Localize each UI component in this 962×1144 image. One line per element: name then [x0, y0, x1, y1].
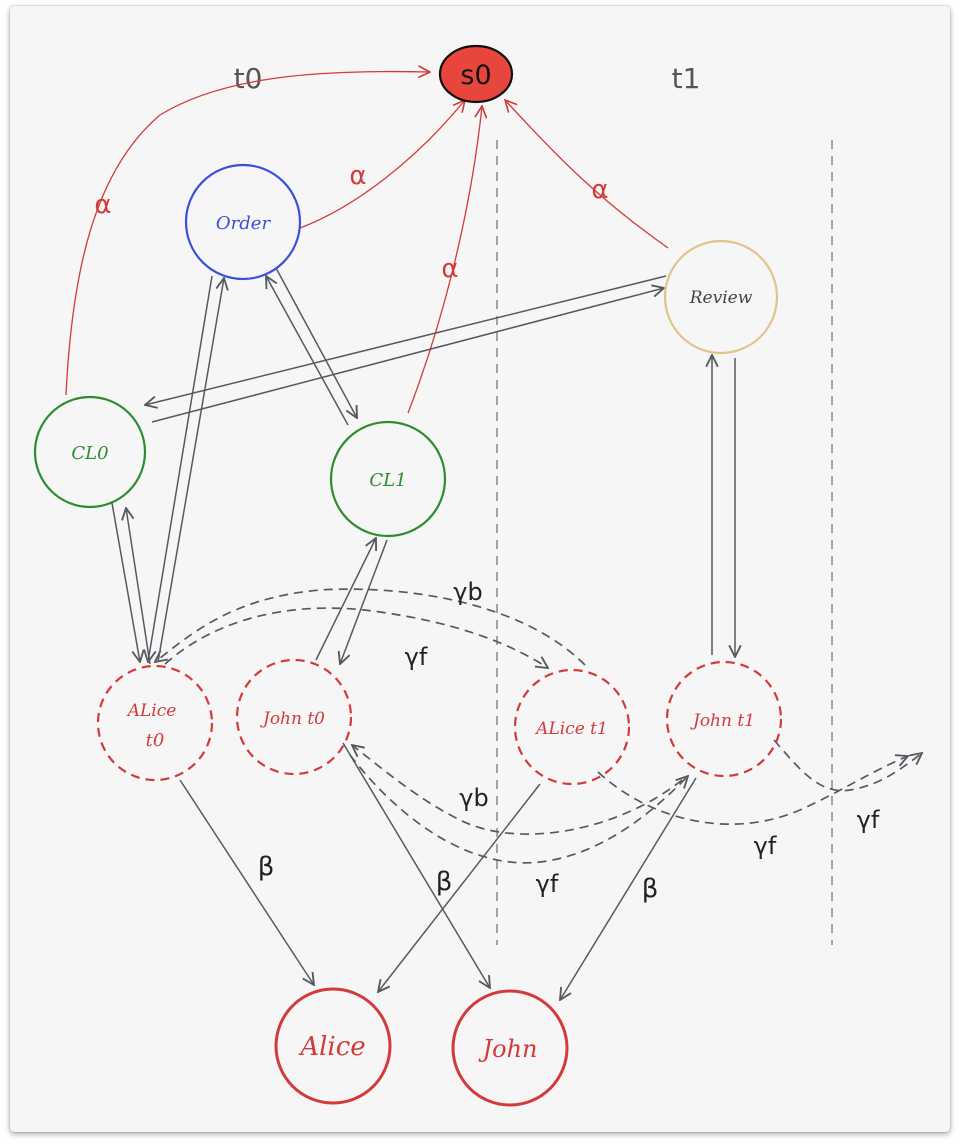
edge-order-to-cl1: [275, 267, 357, 418]
edge-beta-alice-t0-alice: [179, 779, 314, 985]
column-label-t0: t0: [234, 62, 263, 95]
node-alice[interactable]: Alice: [274, 987, 392, 1105]
svg-text:Review: Review: [689, 288, 753, 308]
svg-text:CL0: CL0: [71, 443, 108, 464]
gamma-f-label-4: γf: [857, 806, 880, 834]
edge-alice-t0-to-cl0: [126, 508, 151, 665]
node-cl0[interactable]: CL0: [33, 395, 147, 509]
edge-cl0-to-review: [151, 288, 664, 423]
edge-alpha-cl1-s0: [407, 106, 482, 414]
node-cl1[interactable]: CL1: [329, 420, 447, 538]
edge-alpha-review-s0: [505, 100, 669, 249]
svg-text:CL1: CL1: [369, 470, 406, 491]
svg-text:Alice: Alice: [298, 1032, 365, 1062]
node-review[interactable]: Review: [663, 239, 779, 355]
edge-gamma-f-alice-t0-alice-t1: [164, 607, 548, 668]
gamma-b-label-2: γb: [459, 784, 488, 812]
beta-label-1: β: [258, 852, 275, 882]
edge-gamma-f-john-t0-john-t1: [349, 754, 688, 864]
node-alice-t1[interactable]: ALice t1: [513, 668, 631, 786]
svg-text:Order: Order: [216, 213, 272, 234]
svg-text:t0: t0: [146, 730, 165, 751]
alpha-label-3: α: [441, 254, 458, 284]
beta-label-2: β: [436, 867, 453, 897]
gamma-f-label-1: γf: [405, 643, 428, 671]
edge-review-to-cl0: [145, 275, 667, 405]
svg-text:John t0: John t0: [260, 709, 325, 729]
edge-beta-john-t0-john: [342, 742, 490, 988]
edge-gamma-b-alice-t1-alice-t0: [155, 588, 586, 666]
edge-john-t0-to-cl1: [315, 538, 376, 661]
diagram-canvas: [10, 6, 950, 1132]
gamma-f-label-3: γf: [754, 832, 777, 860]
node-alice-t0[interactable]: ALice t0: [96, 664, 214, 782]
edge-order-to-alice-t0: [148, 275, 213, 662]
edge-alpha-order-s0: [299, 100, 465, 229]
gamma-b-label-1: γb: [453, 578, 482, 606]
svg-text:ALice t1: ALice t1: [534, 719, 608, 739]
edge-gamma-f-alice-t1-out: [597, 756, 908, 825]
svg-text:ALice: ALice: [126, 701, 177, 721]
svg-text:John t1: John t1: [690, 711, 755, 731]
edge-gamma-f-john-t1-out: [773, 739, 922, 792]
edge-beta-alice-t1-alice: [378, 783, 541, 992]
edge-alpha-cl0-s0: [65, 71, 430, 396]
node-john[interactable]: John: [451, 989, 569, 1107]
svg-text:John: John: [478, 1035, 538, 1063]
node-john-t1[interactable]: John t1: [665, 660, 783, 778]
node-john-t0[interactable]: John t0: [235, 658, 353, 776]
column-label-t1: t1: [672, 62, 701, 95]
edge-cl1-to-john-t0: [340, 539, 388, 664]
svg-text:s0: s0: [460, 60, 491, 91]
gamma-f-label-2: γf: [536, 870, 559, 898]
node-s0[interactable]: s0: [438, 44, 514, 104]
edge-beta-john-t1-john: [560, 777, 697, 1000]
node-order[interactable]: Order: [184, 163, 302, 281]
edge-cl0-to-alice-t0: [111, 502, 140, 662]
edge-cl1-to-order: [266, 276, 349, 426]
alpha-label-1: α: [94, 190, 111, 220]
alpha-label-4: α: [591, 175, 608, 205]
beta-label-3: β: [642, 874, 659, 904]
edge-gamma-b-john-t1-john-t0: [352, 745, 683, 835]
edge-alice-t0-to-order: [157, 278, 224, 663]
alpha-label-2: α: [349, 161, 366, 191]
